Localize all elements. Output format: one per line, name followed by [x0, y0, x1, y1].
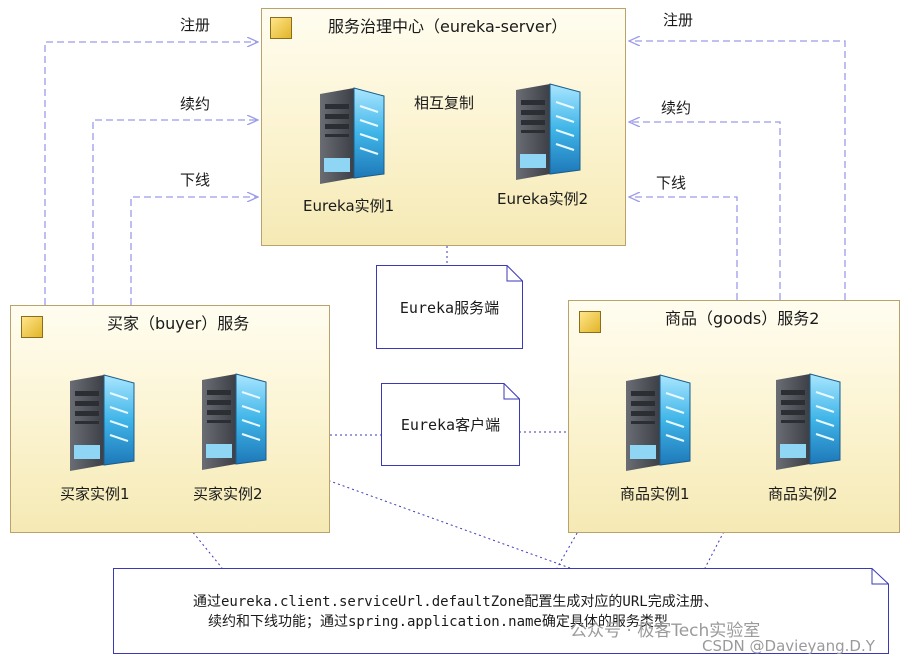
buyer1-note-link	[129, 454, 223, 569]
left-register-label: 注册	[180, 16, 211, 34]
watermark-line2: CSDN @Davieyang.D.Y	[702, 637, 875, 655]
bottom-note-shape	[113, 568, 889, 654]
client-note-shape	[381, 383, 520, 466]
server-icon	[320, 87, 385, 184]
buyer-title: 买家（buyer）服务	[107, 314, 250, 333]
component-badge-icon	[21, 316, 43, 338]
goods-instance2-label: 商品实例2	[768, 485, 838, 503]
server-icon	[70, 374, 135, 471]
eureka-instance1-label: Eureka实例1	[303, 197, 395, 215]
client-note-text: Eureka客户端	[400, 416, 501, 434]
server-icon	[776, 373, 841, 470]
buyer-service-box: 买家（buyer）服务	[10, 305, 330, 533]
goods-offline-arrow	[629, 197, 738, 300]
goods-register-arrow	[629, 41, 846, 300]
buyer-renew-arrow	[92, 120, 258, 305]
goods-instance1-label: 商品实例1	[620, 485, 690, 503]
goods-title: 商品（goods）服务2	[665, 309, 820, 328]
right-renew-label: 续约	[661, 99, 692, 117]
goods-renew-arrow	[629, 122, 781, 300]
replicate-label: 相互复制	[414, 94, 475, 112]
server-icon	[202, 373, 267, 470]
left-renew-label: 续约	[180, 95, 211, 113]
bottom-note-line1: 通过eureka.client.serviceUrl.defaultZone配置…	[193, 594, 718, 610]
eureka-instance2-label: Eureka实例2	[497, 190, 589, 208]
goods-service-box: 商品（goods）服务2	[568, 300, 900, 533]
buyer-offline-arrow	[130, 197, 258, 305]
server-note-shape	[376, 265, 523, 349]
left-offline-label: 下线	[180, 171, 211, 189]
buyer-instance1-label: 买家实例1	[60, 485, 130, 503]
server-icon	[626, 374, 691, 471]
bottom-note-line2: 续约和下线功能；通过spring.application.name确定具体的服务…	[208, 614, 668, 630]
right-offline-label: 下线	[656, 174, 687, 192]
server-icon	[516, 83, 581, 180]
right-register-label: 注册	[663, 11, 694, 29]
center-title: 服务治理中心（eureka-server）	[328, 17, 568, 36]
component-badge-icon	[579, 311, 601, 333]
buyer-instance2-label: 买家实例2	[193, 485, 263, 503]
watermark-line1: 公众号 · 极客Tech实验室	[570, 621, 761, 641]
buyer-register-arrow	[44, 42, 258, 305]
component-badge-icon	[270, 17, 292, 39]
server-note-text: Eureka服务端	[399, 298, 500, 317]
